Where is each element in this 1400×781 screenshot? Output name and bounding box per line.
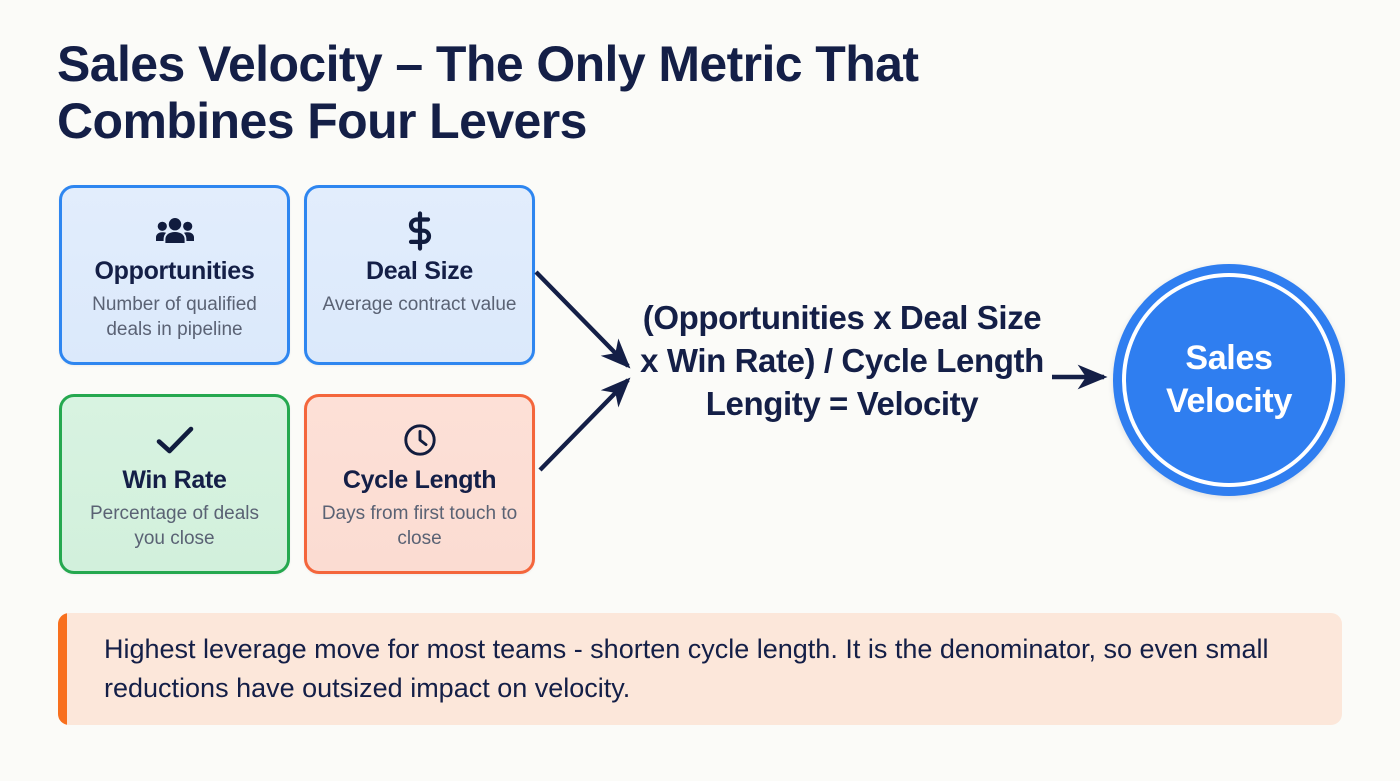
lever-card-cycle-length[interactable]: Cycle Length Days from first touch to cl… (304, 394, 535, 574)
checkmark-icon (155, 419, 195, 461)
dollar-sign-icon (407, 210, 433, 252)
lever-card-title: Opportunities (94, 257, 255, 285)
result-label: Sales Velocity (1165, 339, 1293, 420)
arrow-cycle-length-to-formula (538, 377, 631, 472)
people-group-icon (155, 210, 194, 252)
insight-callout: Highest leverage move for most teams - s… (58, 613, 1342, 725)
page-title: Sales Velocity – The Only Metric That Co… (57, 36, 919, 149)
lever-card-description: Days from first touch to close (321, 503, 518, 549)
clock-icon (403, 419, 437, 461)
lever-card-title: Deal Size (365, 257, 474, 285)
lever-card-grid: Opportunities Number of qualified deals … (59, 185, 535, 574)
sales-velocity-result-badge: Sales Velocity (1113, 264, 1345, 496)
lever-card-description: Average contract value (322, 294, 517, 315)
lever-card-title: Win Rate (122, 466, 227, 494)
lever-card-description: Number of qualified deals in pipeline (92, 294, 257, 340)
arrow-deal-size-to-formula (534, 270, 631, 369)
callout-accent-bar (58, 613, 67, 725)
velocity-formula: (Opportunities x Deal Size x Win Rate) /… (640, 299, 1044, 422)
lever-card-deal-size[interactable]: Deal Size Average contract value (304, 185, 535, 365)
lever-card-description: Percentage of deals you close (89, 503, 259, 549)
lever-card-opportunities[interactable]: Opportunities Number of qualified deals … (59, 185, 290, 365)
lever-card-win-rate[interactable]: Win Rate Percentage of deals you close (59, 394, 290, 574)
callout-text: Highest leverage move for most teams - s… (104, 634, 1269, 703)
lever-card-title: Cycle Length (342, 466, 497, 494)
